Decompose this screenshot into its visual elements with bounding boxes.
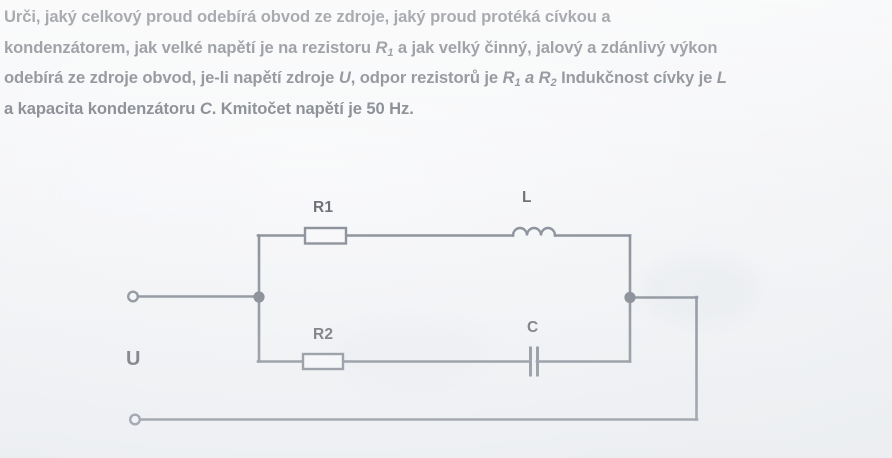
inductor-l-body (511, 226, 557, 237)
source-voltage-label: U (126, 348, 141, 370)
resistor-r1-label: R1 (313, 199, 334, 216)
source-terminal-top (126, 290, 139, 303)
resistor-r2-label: R2 (313, 326, 334, 343)
node-left-junction (253, 291, 265, 303)
capacitor-c-label: C (527, 319, 539, 336)
inductor-l-label: L (522, 189, 532, 206)
resistor-r2-body (301, 352, 345, 371)
node-right-junction (624, 291, 636, 304)
source-terminal-bottom (128, 413, 141, 426)
resistor-r1-body (303, 226, 348, 245)
